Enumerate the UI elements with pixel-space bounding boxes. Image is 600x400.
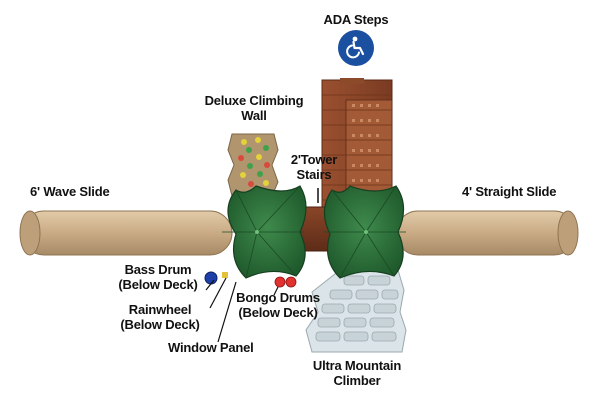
climbing-wall-label-line2: Wall (241, 108, 267, 123)
rainwheel-label-line2: (Below Deck) (120, 317, 200, 332)
tower-stairs-label-line1: 2'Tower (290, 152, 338, 167)
tower-stairs-label-line2: Stairs (296, 167, 332, 182)
bongo-drums-label: Bongo Drums (Below Deck) (232, 290, 324, 320)
bass-drum (204, 271, 218, 285)
mountain-climber-label: Ultra Mountain Climber (302, 358, 412, 388)
window-panel-label: Window Panel (168, 340, 254, 355)
mountain-climber-label-line1: Ultra Mountain (312, 358, 402, 373)
climbing-holds (238, 137, 270, 187)
climbing-wall-label-line1: Deluxe Climbing (204, 93, 304, 108)
tower-stairs-label: 2'Tower Stairs (282, 152, 346, 182)
bongo-drums (274, 276, 297, 288)
rainwheel-label-line1: Rainwheel (128, 302, 192, 317)
bass-drum-label: Bass Drum (Below Deck) (112, 262, 204, 292)
climbing-wall-label: Deluxe Climbing Wall (196, 93, 312, 123)
mountain-climber-label-line2: Climber (333, 373, 381, 388)
rainwheel-label: Rainwheel (Below Deck) (114, 302, 206, 332)
rainwheel (222, 272, 228, 278)
bongo-drums-label-line2: (Below Deck) (238, 305, 318, 320)
climbing-wall (227, 133, 279, 197)
wave-slide (19, 210, 233, 256)
ada-steps-label: ADA Steps (323, 12, 389, 27)
wheelchair-icon (346, 36, 365, 59)
mountain-climber (305, 269, 407, 353)
left-tower-roof (222, 185, 307, 279)
straight-slide-label: 4' Straight Slide (462, 184, 557, 199)
straight-slide (395, 210, 579, 256)
bass-drum-label-line1: Bass Drum (124, 262, 192, 277)
wave-slide-label: 6' Wave Slide (30, 184, 110, 199)
bass-drum-label-line2: (Below Deck) (118, 277, 198, 292)
bongo-drums-label-line1: Bongo Drums (236, 290, 320, 305)
right-tower-roof (323, 185, 406, 279)
leader-lines (205, 277, 279, 343)
